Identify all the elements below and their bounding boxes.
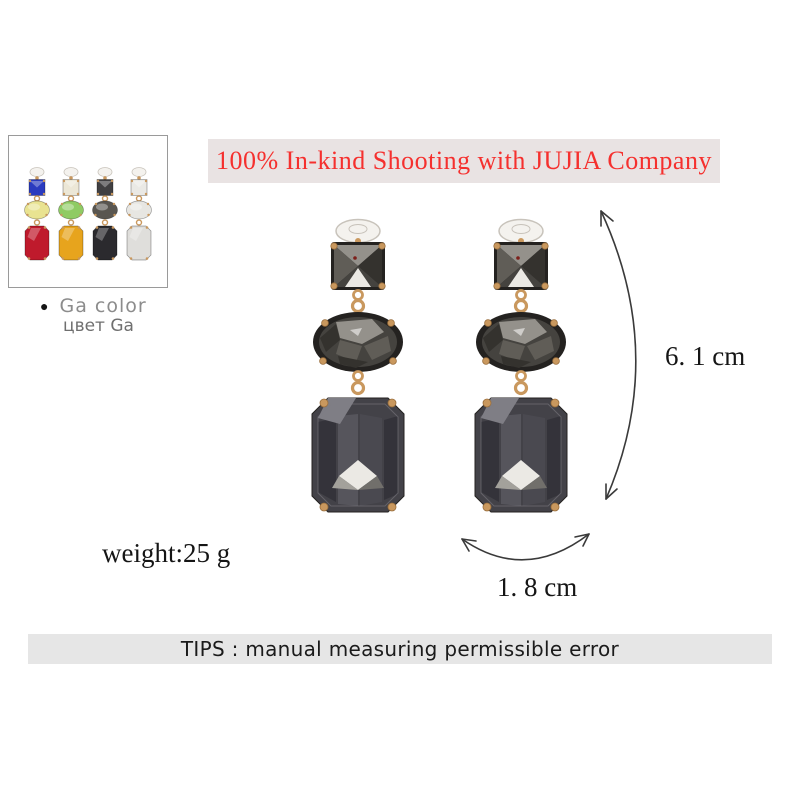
color-options-box (8, 135, 168, 288)
width-arrow (461, 533, 590, 561)
mini-earring-image (126, 167, 152, 261)
height-measurement: 6. 1 cm (665, 341, 746, 371)
earring-right-image (473, 217, 569, 514)
color-variant-clear-green-amber (55, 165, 87, 265)
mini-earring-image (58, 167, 84, 261)
earring-left-image (310, 217, 406, 514)
color-variant-gray-black (89, 165, 121, 265)
mini-oval-gem (126, 200, 152, 220)
banner: 100% In-kind Shooting with JUJIA Company (208, 139, 720, 183)
height-arrow (600, 210, 637, 500)
color-variant-clear (123, 165, 155, 265)
width-measurement: 1. 8 cm (497, 572, 578, 602)
tips-bar: TIPS : manual measuring permissible erro… (28, 634, 772, 664)
mini-earring-image (92, 167, 118, 261)
bullet-icon: ● (40, 298, 49, 314)
banner-text: 100% In-kind Shooting with JUJIA Company (216, 146, 712, 175)
tips-text: TIPS : manual measuring permissible erro… (180, 637, 620, 661)
color-label-row: ● Ga color (40, 295, 147, 317)
weight-label: weight:25 g (102, 538, 231, 568)
mini-oval-gem (58, 200, 84, 220)
mini-oval-gem (92, 200, 118, 220)
color-name-label-ru: цвет Ga (63, 316, 134, 336)
mini-earring-image (24, 167, 50, 261)
color-variant-blue-yellow-red (21, 165, 53, 265)
color-name-label: Ga color (59, 295, 147, 317)
variant-row (9, 165, 167, 265)
mini-oval-gem (24, 200, 50, 220)
